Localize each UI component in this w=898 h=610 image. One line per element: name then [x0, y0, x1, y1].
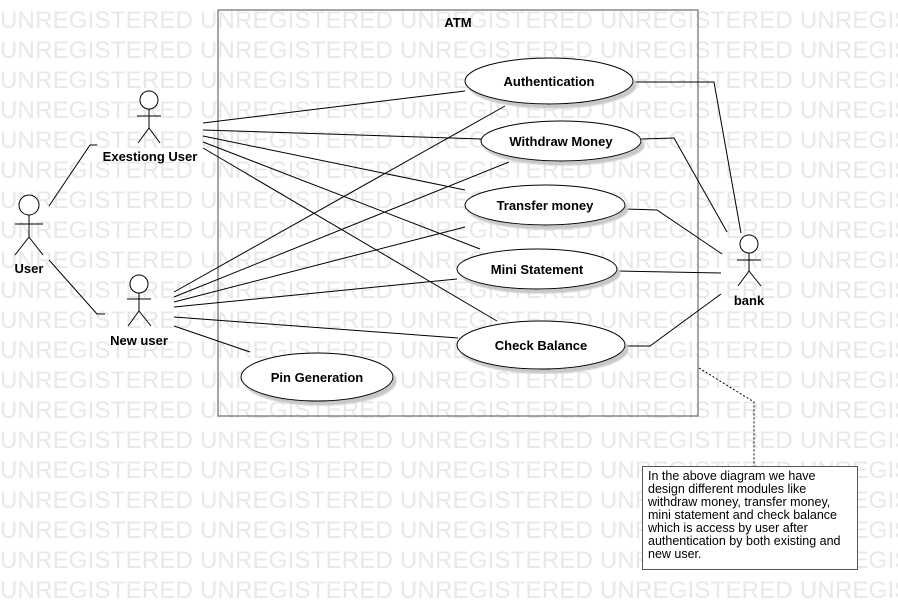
existing-user-mini-statement-line: [202, 141, 481, 250]
bank-withdraw-line: [640, 137, 728, 233]
use-case-label: Authentication: [504, 74, 595, 89]
bank-mini-statement-line: [616, 270, 722, 274]
use-case-mini-statement[interactable]: Mini Statement: [456, 248, 618, 290]
actor-existing-user-label: Exestiong User: [103, 149, 198, 164]
note-comment[interactable]: In the above diagram we have design diff…: [642, 466, 858, 570]
new-user-authentication-line: [173, 105, 506, 293]
existing-user-authentication-line: [202, 90, 466, 124]
actor-user-label: User: [15, 261, 44, 276]
new-user-pin-generation-line: [173, 325, 251, 353]
use-case-withdraw-money[interactable]: Withdraw Money: [480, 120, 642, 162]
use-case-pin-generation[interactable]: Pin Generation: [240, 352, 394, 402]
use-case-authentication[interactable]: Authentication: [464, 57, 634, 105]
bank-authentication-line: [633, 81, 742, 234]
new-user-mini-statement-line: [173, 278, 458, 308]
use-case-check-balance[interactable]: Check Balance: [456, 320, 626, 370]
system-title: ATM: [444, 15, 471, 30]
system-boundary[interactable]: [217, 9, 699, 417]
bank-check-balance-line: [626, 293, 722, 347]
new-user-withdraw-line: [173, 161, 510, 298]
use-case-label: Check Balance: [495, 338, 588, 353]
user-to-new-user-line: [48, 259, 105, 315]
existing-user-transfer-line: [202, 135, 466, 191]
use-case-label: Withdraw Money: [509, 134, 613, 149]
existing-user-withdraw-line: [202, 129, 483, 140]
actor-new-user[interactable]: [127, 274, 152, 327]
user-to-existing-user-line: [48, 144, 97, 207]
use-case-label: Mini Statement: [491, 262, 584, 277]
actor-bank-label: bank: [734, 293, 765, 308]
actor-user[interactable]: [14, 194, 44, 256]
association-lines: [48, 81, 742, 353]
bank-transfer-line: [625, 208, 723, 255]
actor-new-user-label: New user: [110, 333, 168, 348]
use-case-label: Transfer money: [497, 198, 595, 213]
note-text: In the above diagram we have design diff…: [648, 469, 841, 561]
actor-existing-user[interactable]: [137, 90, 161, 144]
use-case-label: Pin Generation: [271, 370, 364, 385]
actor-bank[interactable]: [737, 234, 762, 287]
use-case-transfer-money[interactable]: Transfer money: [464, 184, 626, 226]
note-connector: [698, 367, 755, 466]
new-user-transfer-line: [173, 226, 466, 303]
existing-user-check-balance-line: [202, 147, 498, 322]
new-user-check-balance-line: [173, 316, 459, 339]
